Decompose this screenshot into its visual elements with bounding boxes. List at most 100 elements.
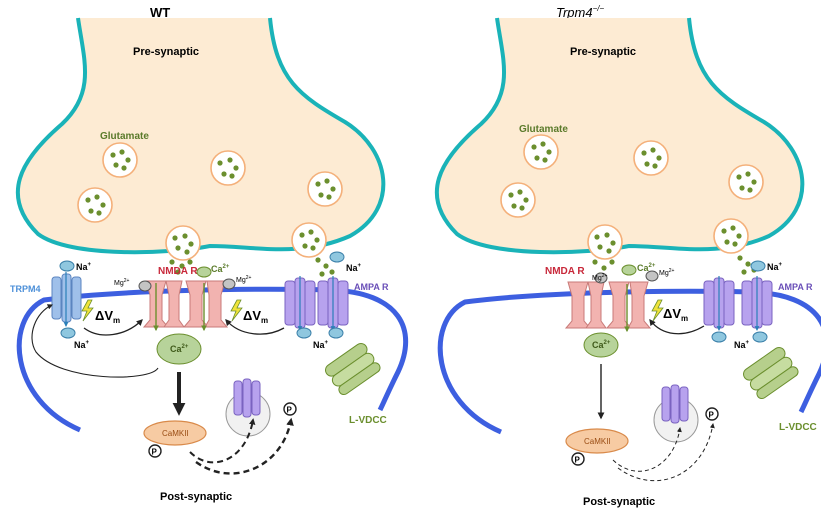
nmda-receptor xyxy=(182,280,229,332)
phosphorylation-arrow xyxy=(195,417,294,475)
na-label: Na+ xyxy=(313,340,329,350)
trpm4-label: TRPM4 xyxy=(10,284,41,294)
nmda-label: NMDA R xyxy=(545,266,585,277)
l-vdcc-channel xyxy=(743,346,799,400)
vesicle xyxy=(307,171,343,207)
mg-label: Mg2+ xyxy=(114,278,130,287)
na-label: Na+ xyxy=(734,340,750,350)
ca-label: Ca2+ xyxy=(170,344,189,354)
calcium-ion-large xyxy=(156,333,202,365)
camkii-label: CaMKII xyxy=(162,429,189,438)
ampa-receptor xyxy=(317,276,349,331)
ca-ion xyxy=(621,264,637,276)
na-label: Na+ xyxy=(767,262,783,272)
delta-vm-label: ΔVm xyxy=(95,308,120,325)
phospho-icon: P xyxy=(148,444,162,458)
l-vdcc-channel xyxy=(325,342,381,396)
postsynaptic-membrane xyxy=(16,286,409,433)
presynaptic-label: Pre-synaptic xyxy=(570,46,636,58)
released-glutamate xyxy=(169,257,335,277)
ampa-receptor-internal xyxy=(233,378,261,418)
na-ion xyxy=(60,327,76,339)
camkii-label: CaMKII xyxy=(584,437,611,446)
panel-title: WT xyxy=(150,5,170,20)
postsynaptic-label: Post-synaptic xyxy=(160,491,232,503)
na-ion xyxy=(750,260,766,272)
phosphorylation-arrow xyxy=(612,427,682,472)
delta-vm-arrow xyxy=(649,318,705,335)
camkii xyxy=(143,420,207,446)
vesicles xyxy=(77,142,343,261)
trpm4-channel xyxy=(51,272,82,327)
nmda-receptor xyxy=(163,280,185,328)
na-ion xyxy=(711,331,727,343)
released-glutamate xyxy=(592,255,757,278)
panel-title: Trpm4−/− xyxy=(556,4,605,20)
vesicles xyxy=(500,134,764,260)
presynaptic-terminal xyxy=(17,18,384,253)
delta-vm-label: ΔVm xyxy=(243,308,268,325)
vesicle xyxy=(77,187,113,223)
vesicle-fusing xyxy=(165,225,201,261)
nmda-receptor xyxy=(585,281,607,329)
ca-label: Ca2+ xyxy=(592,340,611,350)
vesicle xyxy=(500,182,536,218)
ca-label: Ca2+ xyxy=(637,263,656,273)
svg-text:P: P xyxy=(575,456,581,465)
phospho-icon: P xyxy=(283,402,297,416)
l-vdcc-label: L-VDCC xyxy=(349,415,387,426)
phosphorylation-arrow xyxy=(617,423,715,482)
camkii xyxy=(565,428,629,454)
vesicle-fusing xyxy=(587,224,623,260)
l-vdcc-label: L-VDCC xyxy=(779,422,817,433)
vesicle-fusing xyxy=(713,218,749,254)
nmda-receptor xyxy=(142,280,170,332)
nmda-receptor xyxy=(605,281,652,333)
lightning-icon xyxy=(651,299,664,322)
delta-vm-arrow xyxy=(83,319,143,336)
presynaptic-outline xyxy=(15,17,386,255)
phospho-icon: P xyxy=(571,452,585,466)
ampa-label: AMPA R xyxy=(778,282,813,292)
svg-text:P: P xyxy=(709,411,715,420)
glutamate-label: Glutamate xyxy=(519,124,568,135)
na-ion xyxy=(59,260,75,272)
postsynaptic-label: Post-synaptic xyxy=(583,496,655,508)
svg-text:P: P xyxy=(152,448,158,457)
postsynaptic-membrane xyxy=(437,288,821,435)
ca-label: Ca2+ xyxy=(211,264,230,274)
ca-ion xyxy=(196,266,212,278)
mg-label: Mg2+ xyxy=(236,275,252,284)
calcium-ion-large xyxy=(583,332,619,358)
delta-vm-label: ΔVm xyxy=(663,306,688,323)
panel-trpm4-ko: Trpm4−/− Pre-synaptic Glutamate xyxy=(434,4,821,508)
na-label: Na+ xyxy=(74,340,90,350)
ampa-receptor xyxy=(284,276,316,331)
ampa-receptor xyxy=(741,276,773,331)
vesicle xyxy=(210,150,246,186)
na-ion xyxy=(296,327,312,339)
vesicle xyxy=(728,164,764,200)
na-ion xyxy=(329,251,345,263)
nmda-receptor xyxy=(564,281,592,329)
nmda-label: NMDA R xyxy=(158,266,198,277)
ampa-label: AMPA R xyxy=(354,282,389,292)
mg-ion xyxy=(138,280,152,292)
lightning-icon xyxy=(230,299,243,322)
na-label: Na+ xyxy=(76,262,92,272)
ampa-receptor-internal xyxy=(661,384,689,424)
svg-text:P: P xyxy=(287,406,293,415)
mg-ion xyxy=(594,272,608,284)
feedback-arrow xyxy=(31,304,159,378)
vesicle xyxy=(633,140,669,176)
mg-label: Mg2+ xyxy=(659,268,675,277)
vesicle xyxy=(102,142,138,178)
glutamate-label: Glutamate xyxy=(100,131,149,142)
phosphorylation-arrow xyxy=(189,418,256,464)
na-ion xyxy=(328,327,344,339)
presynaptic-outline xyxy=(434,17,805,255)
mg-ion xyxy=(222,278,236,290)
panel-wt: WT Pre-synaptic Glutamate xyxy=(10,5,409,503)
vesicle-fusing xyxy=(291,222,327,258)
